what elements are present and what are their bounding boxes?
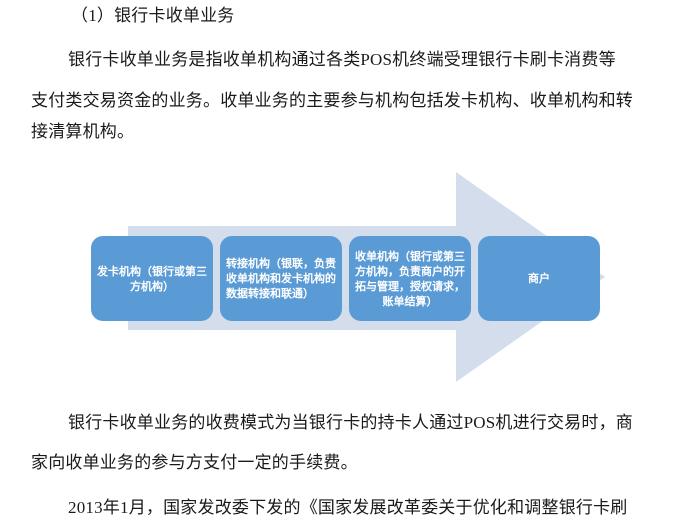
step-label: 收单机构（银行或第三方机构，负责商户的开拓与管理，授权请求，账单结算） <box>355 249 465 308</box>
step-switching-institution: 转接机构（银联，负责收单机构和发卡机构的数据转接和联通） <box>220 236 342 321</box>
paragraph-1-line-2: 支付类交易资金的业务。收单业务的主要参与机构包括发卡机构、收单机构和转 <box>31 91 633 110</box>
paragraph-3-line-1: 2013年1月，国家发改委下发的《国家发展改革委关于优化和调整银行卡刷 <box>68 498 628 517</box>
step-label: 转接机构（银联，负责收单机构和发卡机构的数据转接和联通） <box>226 257 336 300</box>
step-issuing-institution: 发卡机构（银行或第三方机构） <box>91 236 213 321</box>
step-label: 商户 <box>528 272 550 285</box>
paragraph-1-line-1: 银行卡收单业务是指收单机构通过各类POS机终端受理银行卡刷卡消费等 <box>68 50 616 69</box>
paragraph-2-line-1: 银行卡收单业务的收费模式为当银行卡的持卡人通过POS机进行交易时，商 <box>68 413 633 432</box>
step-label: 发卡机构（银行或第三方机构） <box>97 264 207 293</box>
step-acquiring-institution: 收单机构（银行或第三方机构，负责商户的开拓与管理，授权请求，账单结算） <box>349 236 471 321</box>
step-merchant: 商户 <box>478 236 600 321</box>
section-heading: （1）银行卡收单业务 <box>71 6 235 25</box>
paragraph-1-line-3: 接清算机构。 <box>31 122 135 141</box>
paragraph-2-line-2: 家向收单业务的参与方支付一定的手续费。 <box>31 453 358 472</box>
